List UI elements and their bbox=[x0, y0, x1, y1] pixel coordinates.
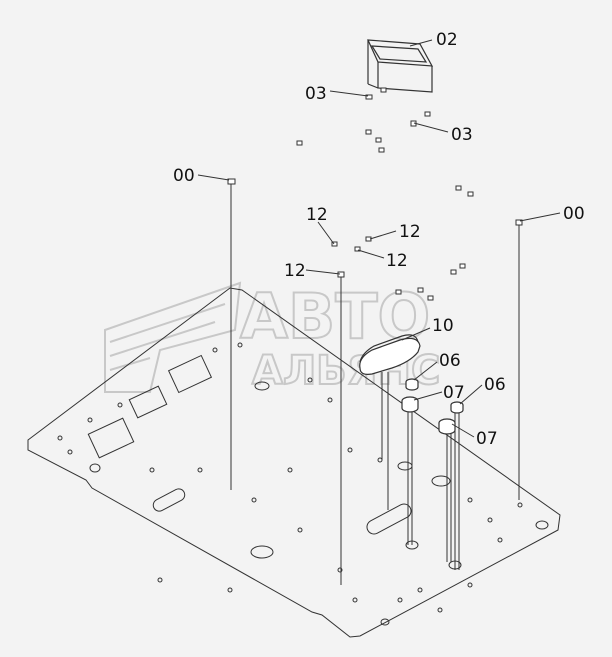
leader-lines bbox=[197, 39, 561, 438]
callout-02: 02 bbox=[436, 30, 458, 50]
callout-00-left: 00 bbox=[173, 166, 195, 186]
callout-07-lower: 07 bbox=[476, 429, 498, 449]
callout-00-right: 00 bbox=[563, 204, 585, 224]
part-10-oval-pad bbox=[359, 334, 421, 375]
callout-03-right: 03 bbox=[451, 125, 473, 145]
callout-06-upper: 06 bbox=[439, 351, 461, 371]
part-02-box-bracket bbox=[367, 39, 434, 93]
callout-03-left: 03 bbox=[305, 84, 327, 104]
callout-06-lower: 06 bbox=[484, 375, 506, 395]
fastener-group bbox=[227, 87, 523, 301]
callout-labels: 02 03 03 00 00 12 12 12 12 10 06 07 06 0… bbox=[173, 30, 585, 449]
callout-12-top: 12 bbox=[306, 205, 328, 225]
watermark-emblem-icon bbox=[104, 281, 242, 393]
callout-10: 10 bbox=[432, 316, 454, 336]
watermark-logo: АВТО АЛЬЯНС bbox=[104, 279, 441, 395]
callout-12-left: 12 bbox=[284, 261, 306, 281]
bolt-shafts bbox=[230, 184, 520, 585]
floor-plate bbox=[27, 287, 561, 638]
callout-12-right-upper: 12 bbox=[399, 222, 421, 242]
callout-12-right-lower: 12 bbox=[386, 251, 408, 271]
callout-07-upper: 07 bbox=[443, 383, 465, 403]
